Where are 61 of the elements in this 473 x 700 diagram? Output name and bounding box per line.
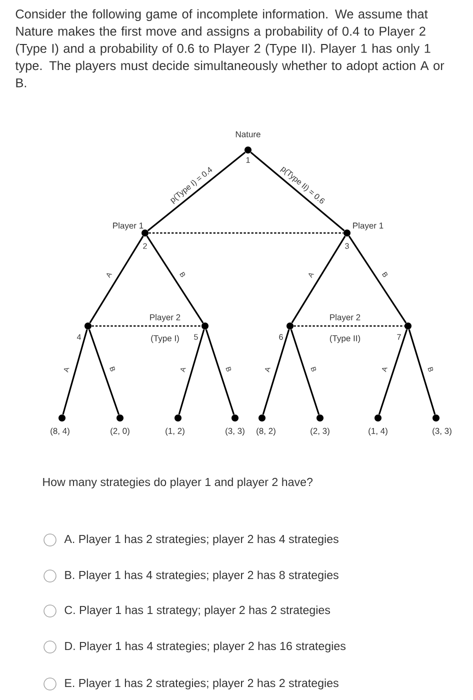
decision-dot [202, 322, 208, 330]
node-label: (1, 4) [368, 428, 388, 436]
tree-branch [89, 236, 144, 324]
tree-branch [378, 329, 408, 415]
answer-option: B. Player 1 has 4 strategies; player 2 has 8 strategies [65, 570, 338, 582]
info-set-label: (Type II) [328, 334, 362, 344]
info-set-label: (Type I) [150, 334, 180, 344]
tree-branch [88, 329, 120, 415]
terminal-node: (2, 3) [310, 414, 330, 436]
node-label: (3, 3) [226, 428, 244, 436]
question-text: Consider the following game of incomplete information. We assume that Nature makes the first move and assigns a probability of 0.4 to Player 2 (Type I) and a probability of 0.6 to Player 2 (Type II). Player 1 has only 1 type. The players must decide simultaneously whether to adopt action A or B. [15, 9, 444, 88]
tree-branch [178, 329, 205, 415]
decision-node: Player 1 [113, 222, 148, 236]
node-label: (8, 4) [50, 428, 70, 436]
info-set-label: Player 2 [328, 314, 362, 322]
info-set-label: Player 2 [148, 314, 182, 322]
terminal-node: (8, 2) [256, 414, 276, 436]
node-number: 7 [397, 334, 401, 340]
tree-branch [291, 236, 346, 324]
node-label: (1, 2) [166, 428, 184, 436]
terminal-node: (1, 4) [368, 414, 388, 436]
decision-node: Player 1 [344, 222, 384, 236]
answer-option: C. Player 1 has 1 strategy; player 2 has 2 strategies [64, 606, 330, 616]
node-label: Player 1 [353, 222, 384, 230]
node-label: (2, 3) [310, 428, 330, 436]
answer-option: D. Player 1 has 4 strategies; player 2 has 16 strategies [65, 642, 346, 652]
tree-branch [262, 329, 290, 415]
question-text: How many strategies do player 1 and player 2 have? [43, 478, 313, 488]
answer-option: E. Player 1 has 2 strategies; player 2 has 2 strategies [65, 678, 338, 690]
tree-branch [147, 152, 246, 232]
node-number: 2 [143, 243, 147, 249]
tree-branch [250, 152, 345, 232]
decision-dot [84, 322, 92, 330]
terminal-node: (1, 2) [166, 414, 184, 436]
node-label: (3, 3) [432, 428, 452, 436]
terminal-node: (3, 3) [432, 414, 452, 436]
tree-branch [290, 329, 320, 415]
tree-branch [205, 329, 235, 415]
node-number: 6 [279, 334, 283, 340]
info-set-line [148, 232, 344, 234]
node-label: (2, 0) [110, 428, 130, 436]
tree-branch [348, 236, 407, 324]
info-set-line [294, 325, 404, 327]
node-label: Nature [236, 131, 260, 138]
node-label: Player 1 [113, 222, 144, 230]
decision-dot [286, 322, 294, 330]
node-number: 1 [246, 157, 250, 163]
answer-option: A. Player 1 has 2 strategies; player 2 has 4 strategies [64, 534, 338, 546]
tree-branch [146, 236, 204, 324]
node-number: 5 [194, 334, 198, 340]
node-number: 4 [76, 334, 81, 340]
decision-dot [404, 322, 412, 330]
node-label: (8, 2) [256, 428, 276, 436]
terminal-node: (8, 4) [50, 414, 70, 436]
tree-branch [62, 329, 88, 415]
terminal-node: (2, 0) [110, 414, 130, 436]
terminal-node: (3, 3) [226, 414, 244, 436]
decision-node: Nature [236, 131, 260, 154]
info-set-line [92, 325, 202, 327]
node-number: 3 [345, 243, 349, 249]
tree-branch [408, 329, 436, 415]
